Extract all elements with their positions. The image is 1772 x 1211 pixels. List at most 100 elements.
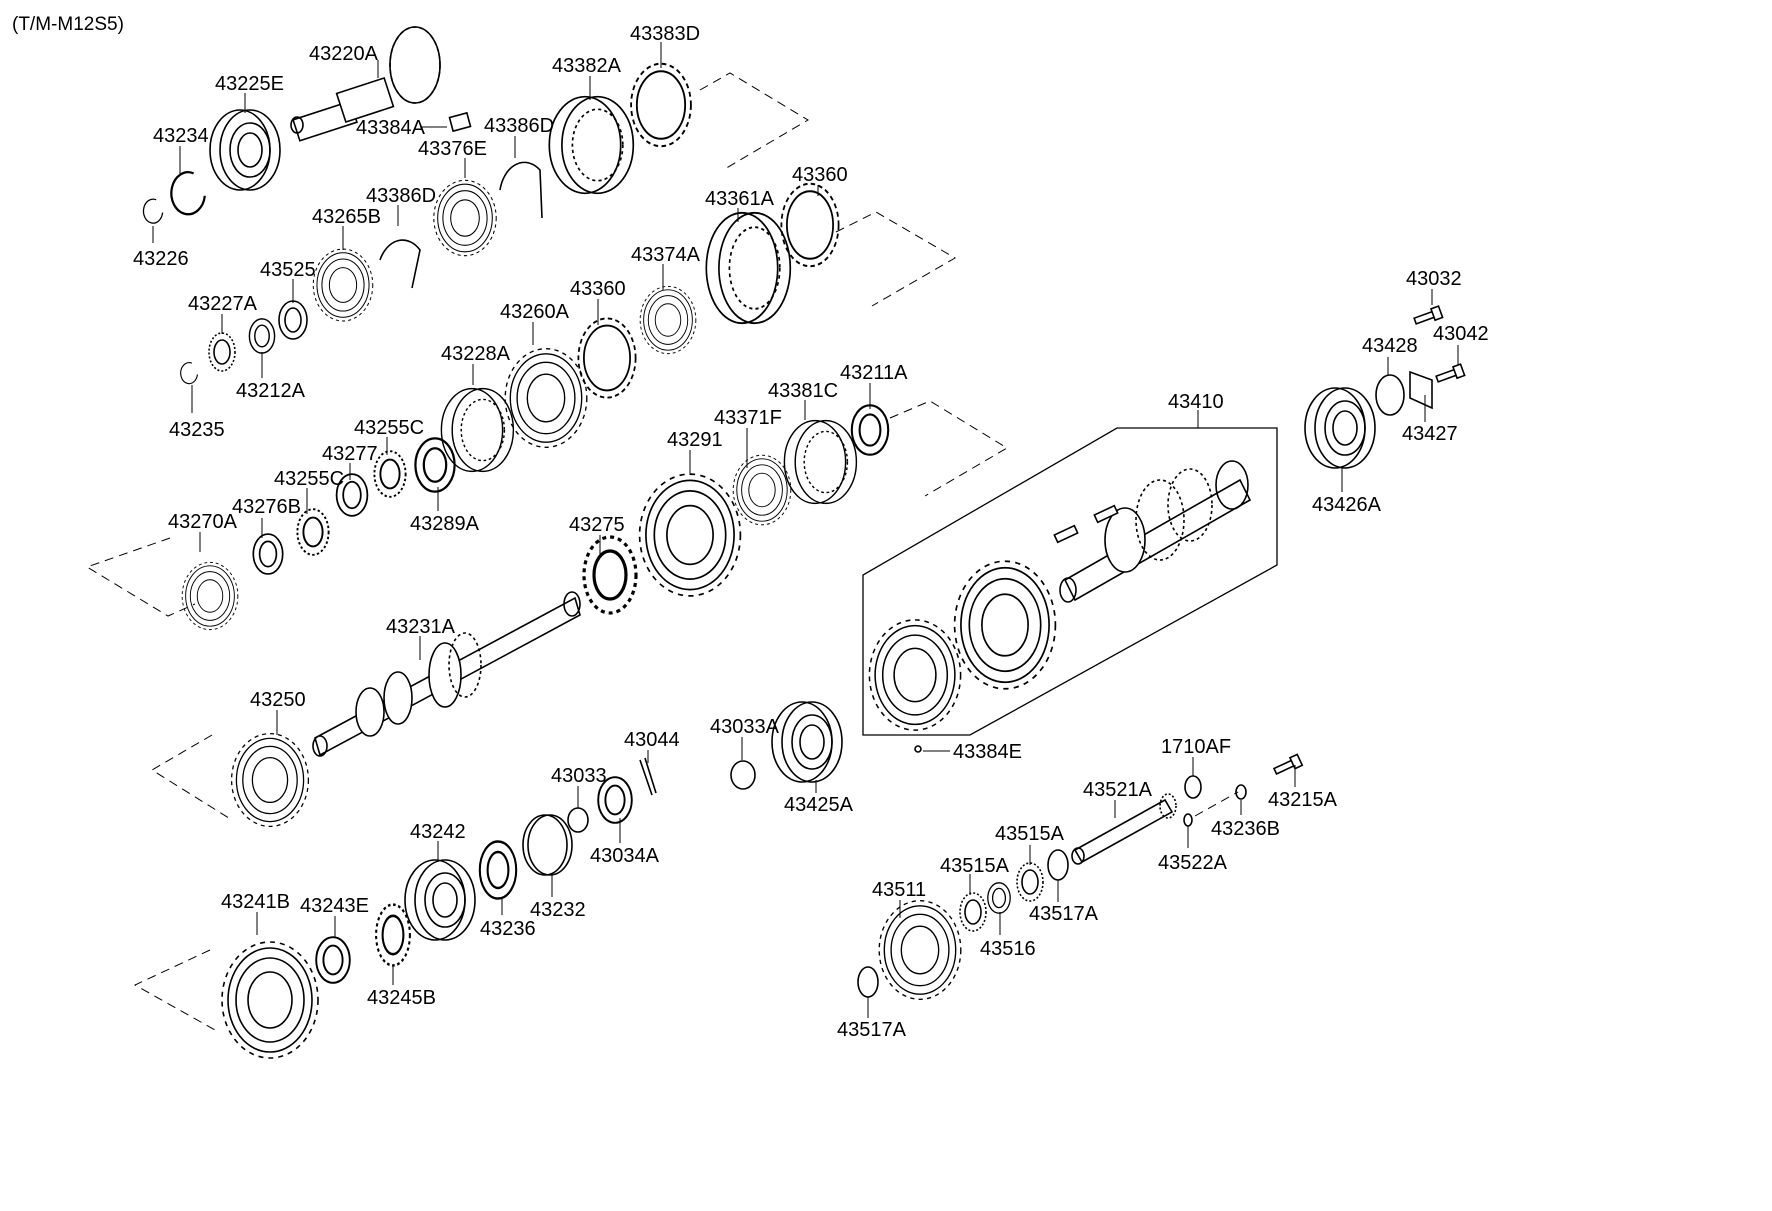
bushing-icon bbox=[315, 936, 351, 984]
washer-icon bbox=[522, 814, 573, 876]
label-43255C: 43255C bbox=[354, 417, 424, 439]
part-labels: 43220A 43225E 43234 43226 43383D 43382A … bbox=[133, 23, 1489, 1041]
gear-icon bbox=[878, 900, 962, 1000]
bushing-icon bbox=[252, 533, 284, 575]
label-43231A: 43231A bbox=[386, 616, 456, 638]
snap-ring-icon bbox=[180, 362, 198, 385]
key-icon bbox=[448, 111, 472, 133]
spacer-icon bbox=[987, 882, 1011, 914]
label-43255C: 43255C bbox=[274, 468, 344, 490]
label-43515A: 43515A bbox=[995, 823, 1065, 845]
label-43260A: 43260A bbox=[500, 301, 570, 323]
needle-bearing-icon bbox=[582, 535, 638, 615]
label-43275: 43275 bbox=[569, 514, 625, 536]
ball-bearing-icon bbox=[404, 859, 476, 941]
plate-icon bbox=[1409, 370, 1433, 410]
synchro-sleeve-icon bbox=[548, 95, 635, 195]
label-43289A: 43289A bbox=[410, 513, 480, 535]
label-43235: 43235 bbox=[169, 419, 225, 441]
projection-line bbox=[1194, 791, 1239, 817]
snap-ring-icon bbox=[730, 760, 756, 790]
label-43044: 43044 bbox=[624, 729, 680, 751]
label-43291: 43291 bbox=[667, 429, 723, 451]
label-43212A: 43212A bbox=[236, 380, 306, 402]
projection-line bbox=[133, 949, 216, 1031]
bushing-icon bbox=[278, 300, 308, 340]
label-43042: 43042 bbox=[1433, 323, 1489, 345]
needle-bearing-icon bbox=[1016, 862, 1044, 902]
label-1710AF: 1710AF bbox=[1161, 736, 1231, 758]
label-43033: 43033 bbox=[551, 765, 607, 787]
label-43276B: 43276B bbox=[232, 496, 301, 518]
leader-lines bbox=[152, 42, 1459, 1018]
label-43360: 43360 bbox=[570, 278, 626, 300]
label-43227A: 43227A bbox=[188, 293, 258, 315]
projection-line bbox=[85, 537, 196, 617]
label-43232: 43232 bbox=[530, 899, 586, 921]
label-43211A: 43211A bbox=[840, 362, 908, 384]
washer-icon bbox=[374, 903, 412, 967]
label-43426A: 43426A bbox=[1312, 494, 1382, 516]
counter-shaft-assembly-frame bbox=[862, 427, 1278, 736]
label-43522A: 43522A bbox=[1158, 852, 1228, 874]
label-43250: 43250 bbox=[250, 689, 306, 711]
needle-bearing-icon bbox=[296, 508, 330, 556]
label-43381C: 43381C bbox=[768, 380, 838, 402]
synchro-ring-icon bbox=[414, 437, 456, 493]
pin-icon bbox=[1183, 813, 1193, 827]
key-icon bbox=[914, 745, 922, 753]
synchro-hub-icon bbox=[433, 179, 497, 257]
label-43033A: 43033A bbox=[710, 716, 780, 738]
label-43236B: 43236B bbox=[1211, 818, 1280, 840]
projection-line bbox=[699, 72, 809, 171]
bolt-icon bbox=[1271, 753, 1304, 778]
label-43228A: 43228A bbox=[441, 343, 511, 365]
label-43360: 43360 bbox=[792, 164, 848, 186]
label-43517A: 43517A bbox=[1029, 903, 1099, 925]
snap-ring-icon bbox=[170, 171, 206, 216]
needle-bearing-icon bbox=[208, 332, 236, 372]
ball-bearing-icon bbox=[771, 701, 843, 783]
label-43234: 43234 bbox=[153, 125, 209, 147]
snap-ring-icon bbox=[142, 198, 164, 224]
cotter-pin-icon bbox=[639, 757, 657, 796]
label-43384E: 43384E bbox=[953, 741, 1022, 763]
diagram-code: (T/M-M12S5) bbox=[12, 14, 124, 35]
label-43034A: 43034A bbox=[590, 845, 660, 867]
label-43386D: 43386D bbox=[366, 185, 436, 207]
label-43428: 43428 bbox=[1362, 335, 1418, 357]
label-43265B: 43265B bbox=[312, 206, 381, 228]
gear-icon bbox=[230, 732, 310, 828]
gear-icon bbox=[181, 561, 239, 631]
label-43515A: 43515A bbox=[940, 855, 1010, 877]
main-shaft-icon bbox=[312, 591, 581, 757]
label-43517A: 43517A bbox=[837, 1019, 907, 1041]
idler-shaft-icon bbox=[1071, 793, 1177, 865]
label-43270A: 43270A bbox=[168, 511, 238, 533]
synchro-ring-icon bbox=[577, 317, 637, 399]
washer-icon bbox=[850, 404, 890, 456]
synchro-sleeve-icon bbox=[440, 387, 515, 473]
gear-icon bbox=[638, 473, 742, 597]
label-43361A: 43361A bbox=[705, 188, 775, 210]
gear-icon bbox=[221, 941, 319, 1059]
label-43386D: 43386D bbox=[484, 115, 554, 137]
label-43374A: 43374A bbox=[631, 244, 701, 266]
label-43277: 43277 bbox=[322, 443, 378, 465]
input-shaft-icon bbox=[290, 26, 441, 142]
label-43220A: 43220A bbox=[309, 43, 379, 65]
label-43427: 43427 bbox=[1402, 423, 1458, 445]
gear-icon bbox=[732, 454, 792, 526]
label-43215A: 43215A bbox=[1268, 789, 1338, 811]
label-43384A: 43384A bbox=[356, 117, 426, 139]
label-43226: 43226 bbox=[133, 248, 189, 270]
spring-icon bbox=[499, 161, 543, 219]
synchro-sleeve-icon bbox=[705, 211, 792, 325]
synchro-hub-icon bbox=[639, 285, 697, 355]
label-43241B: 43241B bbox=[221, 891, 290, 913]
gear-icon bbox=[504, 348, 588, 448]
label-43511: 43511 bbox=[872, 879, 926, 901]
label-43376E: 43376E bbox=[418, 138, 487, 160]
needle-bearing-icon bbox=[373, 450, 407, 498]
